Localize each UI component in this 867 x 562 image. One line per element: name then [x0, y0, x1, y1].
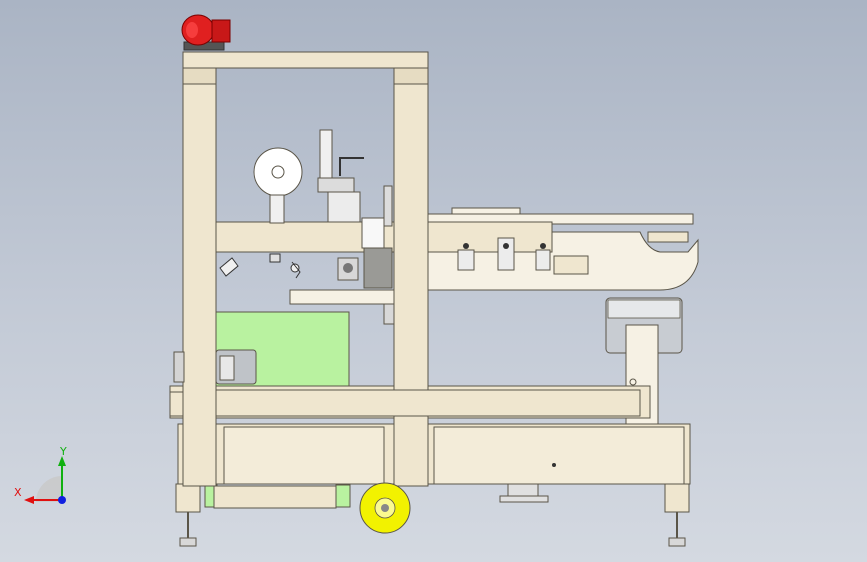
- yellow-wheel: [359, 482, 411, 534]
- tape-head-assembly: [219, 129, 395, 325]
- top-motor-red: [181, 14, 231, 51]
- axis-triad: Y X: [14, 445, 67, 504]
- axis-y-label: Y: [59, 445, 67, 458]
- beam-bolts: [457, 237, 551, 271]
- drive-motor: [173, 349, 257, 385]
- axis-x-label: X: [14, 486, 22, 499]
